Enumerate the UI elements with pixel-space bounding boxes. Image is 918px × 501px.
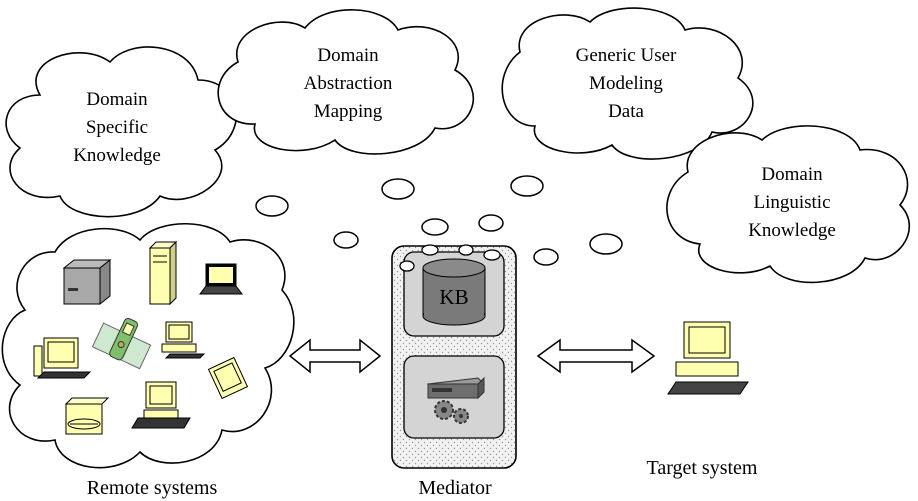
target-computer-icon (667, 321, 749, 395)
target-system-caption: Target system (647, 457, 758, 479)
terminal-icon (207, 356, 249, 400)
thought-bubbles (255, 175, 623, 266)
disc-drive-icon (64, 397, 110, 435)
cloud-line: Abstraction (304, 73, 393, 94)
small-desktop-icon (161, 321, 206, 359)
laptop-icon (199, 263, 243, 295)
handheld-device-icon (91, 317, 152, 370)
cloud-domain-abstraction-mapping: Domain Abstraction Mapping (217, 9, 474, 155)
double-arrow-icon (288, 338, 382, 374)
cloud-domain-linguistic-knowledge: Domain Linguistic Knowledge (666, 125, 911, 284)
double-arrow-icon (536, 338, 656, 374)
cloud-line: Generic User (576, 45, 677, 66)
cloud-line: Linguistic (753, 192, 830, 213)
kb-label: KB (439, 285, 468, 309)
cloud-domain-specific-knowledge: Domain Specific Knowledge (5, 46, 238, 218)
mediator-caption: Mediator (418, 477, 492, 499)
cloud-line: Data (608, 101, 644, 122)
server-box-icon (62, 258, 112, 306)
cloud-line: Domain (86, 89, 148, 110)
cloud-line: Knowledge (748, 220, 836, 241)
remote-systems-cloud (1, 223, 295, 469)
gears-machine-icon (426, 376, 486, 424)
cloud-line: Knowledge (73, 145, 161, 166)
database-icon: KB (422, 258, 486, 326)
tower-computer-icon (148, 240, 178, 306)
cloud-line: Specific (86, 117, 148, 138)
cloud-generic-user-modeling-data: Generic User Modeling Data (501, 7, 754, 160)
cloud-line: Mapping (314, 101, 383, 122)
remote-systems-caption: Remote systems (87, 477, 218, 499)
workstation-icon (131, 381, 191, 429)
cloud-line: Domain (317, 45, 379, 66)
desktop-computer-icon (33, 337, 92, 379)
mediator-box: KB (391, 244, 517, 469)
cloud-line: Modeling (589, 73, 663, 94)
cloud-line: Domain (761, 164, 823, 185)
